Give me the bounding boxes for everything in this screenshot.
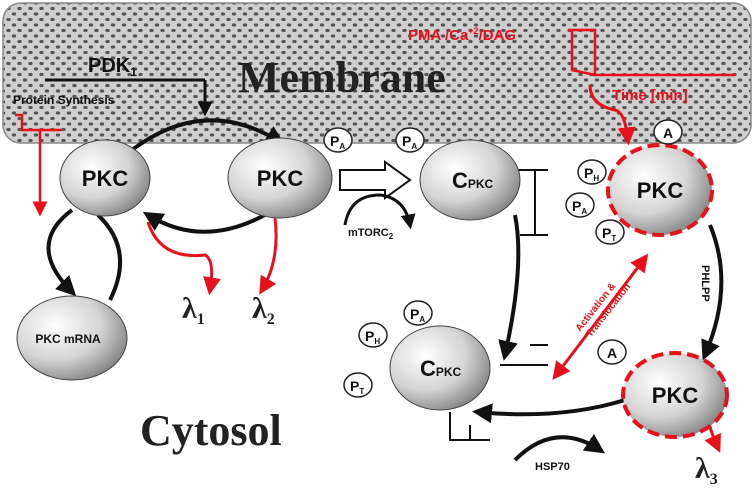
- svg-text:PKC: PKC: [82, 166, 129, 191]
- lambda3-label: λ3: [695, 452, 718, 488]
- pdk1-label: PDK1: [88, 55, 137, 79]
- svg-text:PA: PA: [410, 306, 425, 324]
- pkc-mrna-node: PKC mRNA: [16, 295, 128, 381]
- svg-text:CPKC: CPKC: [452, 168, 494, 193]
- badge-ph-top: PH: [577, 159, 607, 185]
- pma-label: PMA /Ca+2/DAG: [408, 26, 516, 44]
- svg-text:PA: PA: [330, 133, 345, 151]
- protein-synthesis-label: Protein Synthesis: [13, 93, 115, 107]
- pma-to-pkc-arrow: [588, 84, 636, 146]
- svg-text:PT: PT: [350, 378, 364, 396]
- membrane-label: Membrane: [238, 53, 446, 102]
- lambda1-label: λ1: [182, 292, 205, 328]
- pma-pulse: [568, 28, 735, 77]
- svg-text:PKC: PKC: [257, 166, 304, 191]
- svg-text:CPKC: CPKC: [420, 356, 462, 381]
- svg-text:PT: PT: [602, 225, 616, 243]
- cpkc-node-bottom: CPKC: [389, 325, 491, 411]
- badge-ph-bottom: PH: [358, 322, 388, 348]
- lambda2-label: λ2: [252, 292, 275, 328]
- svg-text:PKC: PKC: [637, 178, 684, 203]
- pkc-node-1: PKC: [59, 139, 151, 217]
- pkc-node-membrane-active: PKC: [606, 143, 714, 237]
- badge-a-bottom: A: [597, 339, 627, 365]
- time-label: Time [min]: [612, 87, 688, 104]
- svg-text:PKC mRNA: PKC mRNA: [35, 332, 101, 346]
- mtorc2-label: mTORC2: [348, 227, 394, 241]
- badge-a-top: A: [653, 119, 683, 145]
- svg-text:PKC: PKC: [652, 383, 699, 408]
- badge-pa-1: PA: [323, 127, 353, 153]
- badge-pa-bottom: PA: [403, 300, 433, 326]
- activation-label: Activation &Translocation: [574, 274, 633, 341]
- svg-text:PA: PA: [402, 133, 417, 151]
- badge-pt-top: PT: [595, 219, 625, 245]
- svg-text:PA: PA: [572, 198, 587, 216]
- cytosol-label: Cytosol: [140, 406, 282, 455]
- badge-pa-2: PA: [395, 127, 425, 153]
- pkc-node-bottom-right: PKC: [621, 351, 729, 439]
- cpkc-node-top: CPKC: [419, 139, 521, 221]
- pkc-node-2: PKC: [227, 137, 333, 219]
- phlpp-label: PHLPP: [699, 265, 711, 302]
- svg-text:PH: PH: [365, 328, 380, 346]
- protein-synthesis-pulse: [15, 113, 62, 132]
- hsp70-label: HSP70: [535, 461, 570, 473]
- hollow-arrow: [339, 160, 412, 200]
- svg-text:A: A: [663, 125, 673, 141]
- badge-pt-bottom: PT: [343, 372, 373, 398]
- svg-text:PH: PH: [584, 165, 599, 183]
- membrane-band: [2, 2, 752, 144]
- badge-pa-top-right: PA: [565, 192, 595, 218]
- svg-text:A: A: [607, 345, 617, 361]
